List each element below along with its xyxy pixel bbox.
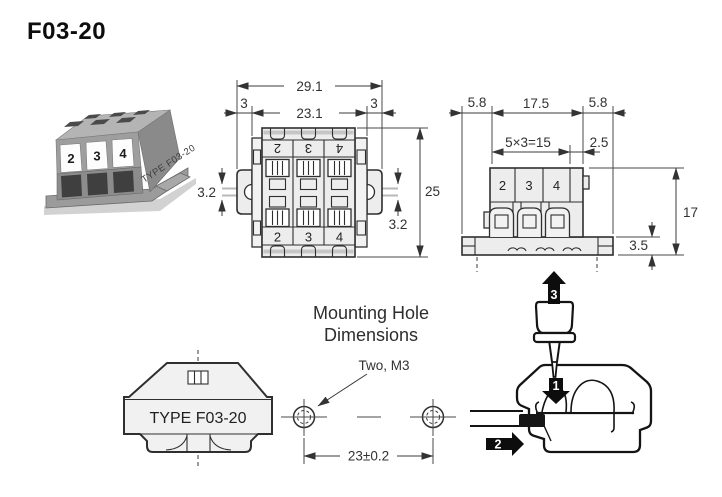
photo-terminal-labels: 2 3 4	[59, 138, 135, 173]
front-top-4: 4	[336, 141, 343, 156]
front-extension-lines	[236, 80, 428, 258]
mounting-title-line2: Dimensions	[324, 325, 418, 345]
end-view-label: TYPE F03-20	[150, 410, 247, 427]
photo-top-holes	[64, 110, 150, 127]
side-terminal-4: 4	[553, 178, 560, 193]
dim-2-5: 2.5	[590, 135, 609, 150]
page-title: F03-20	[27, 18, 107, 45]
step-3-label: 3	[551, 288, 558, 302]
front-bottom-4: 4	[336, 230, 343, 245]
step-1-label: 1	[553, 379, 560, 393]
side-terminal-3: 3	[525, 178, 532, 193]
mounting-hole-left	[281, 399, 327, 436]
dim-3-right: 3	[370, 96, 378, 111]
screwdriver	[532, 300, 577, 378]
clamp-plate	[534, 401, 636, 415]
screwdriver-handle	[534, 300, 575, 335]
front-bottom-3: 3	[305, 230, 312, 245]
side-terminal-numbers: 2 3 4	[499, 178, 560, 193]
side-view-drawing: 2 3 4 5.8 17.5 5.8 5×3=15 2.5	[449, 95, 698, 272]
step-3-arrow-icon: 3	[542, 271, 566, 304]
dim-23-1: 23.1	[296, 106, 322, 121]
dim-17: 17	[683, 205, 698, 220]
front-top-3: 3	[305, 141, 312, 156]
screwdriver-collar	[532, 331, 577, 344]
dim-17-5: 17.5	[523, 96, 549, 111]
screw-clamp-boxes	[265, 158, 352, 228]
front-view-drawing: 2 3 4 2 3 4 29.1 3 23.1 3 25	[197, 79, 440, 258]
step-1-arrow-icon: 1	[542, 378, 570, 404]
callout-leader-arrow	[317, 373, 368, 407]
front-dimensions: 29.1 3 23.1 3 25 3.2 3.2	[197, 79, 440, 258]
hole-centerlines	[476, 257, 598, 272]
front-top-2: 2	[274, 141, 281, 156]
dim-29-1: 29.1	[296, 79, 322, 94]
dim-3-2-right: 3.2	[389, 217, 408, 232]
side-base	[461, 236, 614, 256]
step-2-label: 2	[495, 438, 502, 452]
mounting-title-line1: Mounting Hole	[313, 303, 429, 323]
end-view-details	[124, 370, 272, 451]
dim-3-2-left: 3.2	[197, 185, 216, 200]
side-right-nub	[582, 175, 590, 190]
dim-25: 25	[425, 184, 440, 199]
incoming-wire	[470, 410, 545, 427]
mounting-callout: Two, M3	[358, 358, 409, 373]
end-view-outline	[123, 362, 273, 453]
dim-pitch: 5×3=15	[505, 135, 551, 150]
photo-terminal-2: 2	[67, 151, 74, 166]
dim-23-spacing: 23±0.2	[348, 449, 389, 464]
wire-ferrule	[519, 414, 545, 427]
photo-terminal-4: 4	[119, 146, 127, 161]
front-terminal-numbers: 2 3 4 2 3 4	[274, 141, 343, 245]
side-terminal-2: 2	[499, 178, 506, 193]
snap-tabs	[269, 128, 348, 257]
wiring-illustration: 3 1 2	[470, 271, 653, 456]
step-2-arrow-icon: 2	[486, 432, 524, 456]
photo-screw-cavities	[61, 170, 134, 198]
dim-3-5: 3.5	[629, 238, 648, 253]
product-photo: 2 3 4 TYPE F03-20	[44, 109, 198, 215]
side-screw-clamps	[488, 201, 571, 238]
mounting-hole-drawing: Mounting Hole Dimensions Two, M3 23±0.2	[281, 303, 456, 464]
mounting-hole-right	[410, 399, 456, 436]
front-bottom-2: 2	[274, 230, 281, 245]
dim-5-8-left: 5.8	[468, 95, 487, 110]
mounting-ears	[236, 169, 383, 215]
end-view-drawing: TYPE F03-20	[123, 350, 273, 466]
dim-5-8-right: 5.8	[589, 95, 608, 110]
bottom-gray-band	[263, 249, 354, 254]
dim-3-left: 3	[240, 96, 248, 111]
terminal-block-body	[261, 127, 356, 258]
hole-spacing-dimension: 23±0.2	[303, 438, 434, 464]
side-dimensions: 5.8 17.5 5.8 5×3=15 2.5 17 3.5	[449, 95, 698, 270]
top-gray-band	[263, 130, 354, 135]
photo-terminal-3: 3	[93, 149, 100, 164]
